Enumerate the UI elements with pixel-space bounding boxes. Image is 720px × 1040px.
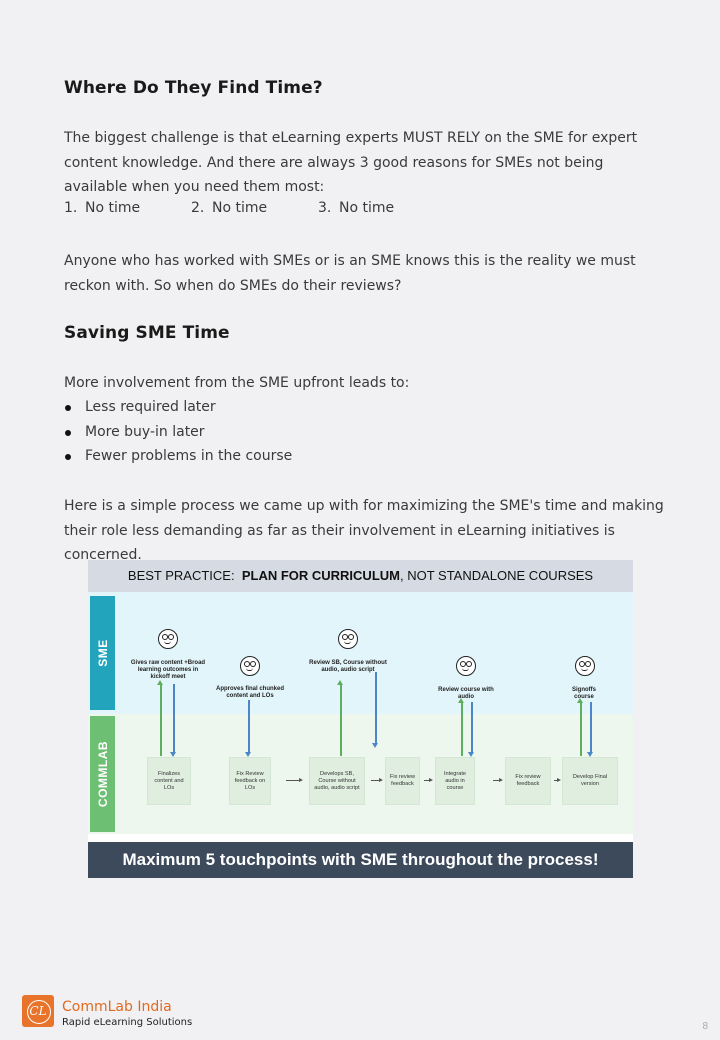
page-number: 8	[702, 1021, 708, 1032]
commlab-step-box: Develop Final version	[562, 757, 618, 805]
sme-face-icon	[575, 656, 595, 676]
diagram-header: BEST PRACTICE: PLAN FOR CURRICULUM, NOT …	[88, 560, 633, 592]
intro-paragraph: More involvement from the SME upfront le…	[64, 375, 410, 391]
reality-paragraph: Anyone who has worked with SMEs or is an…	[64, 253, 636, 294]
closing-paragraph: Here is a simple process we came up with…	[64, 498, 664, 563]
diagram-footer-banner: Maximum 5 touchpoints with SME throughou…	[88, 842, 633, 878]
bullet-icon	[65, 405, 71, 411]
section-heading-find-time: Where Do They Find Time?	[64, 78, 323, 98]
commlab-step-box: Finalizes content and LOs	[147, 757, 191, 805]
list-item: Less required later	[64, 395, 292, 420]
list-item: Fewer problems in the course	[64, 444, 292, 469]
reason-item: 2.No time	[191, 200, 268, 216]
right-arrow-icon	[493, 778, 503, 782]
commlab-step-box: Fix review feedback	[505, 757, 551, 805]
up-arrow-icon	[337, 680, 343, 756]
reason-item: 1.No time	[64, 200, 141, 216]
section-heading-saving-time: Saving SME Time	[64, 323, 230, 343]
down-arrow-icon	[468, 702, 474, 757]
sme-face-icon	[158, 629, 178, 649]
right-arrow-icon	[554, 778, 561, 782]
bullet-icon	[65, 429, 71, 436]
down-arrow-icon	[170, 684, 176, 757]
bullet-icon	[65, 454, 71, 460]
up-arrow-icon	[458, 698, 464, 756]
benefits-list: Less required later More buy-in later Fe…	[64, 395, 292, 469]
down-arrow-icon	[587, 702, 593, 757]
down-arrow-icon	[372, 672, 378, 748]
brand-tagline: Rapid eLearning Solutions	[62, 1017, 193, 1028]
commlab-step-box: Fix Review feedback on LOs	[229, 757, 271, 805]
reason-item: 3.No time	[318, 200, 395, 216]
right-arrow-icon	[371, 778, 383, 782]
right-arrow-icon	[424, 778, 433, 782]
challenge-paragraph: The biggest challenge is that eLearning …	[64, 130, 638, 195]
sme-face-icon	[338, 629, 358, 649]
sme-step-label: Review SB, Course without audio, audio s…	[309, 660, 387, 673]
sme-lane-label: SME	[90, 596, 115, 710]
brand-name: CommLab India	[62, 999, 172, 1015]
sme-step-label: Review course with audio	[438, 687, 494, 700]
up-arrow-icon	[157, 680, 163, 756]
sme-step-label: Gives raw content +Broad learning outcom…	[130, 660, 206, 680]
commlab-step-box: Integrate audio in course	[435, 757, 475, 805]
sme-face-icon	[240, 656, 260, 676]
sme-lane	[88, 592, 633, 714]
up-arrow-icon	[577, 698, 583, 756]
sme-step-label: Signoffs course	[572, 687, 596, 700]
sme-face-icon	[456, 656, 476, 676]
commlab-step-box: Fix review feedback	[385, 757, 420, 805]
commlab-lane-label: COMMLAB	[90, 716, 115, 832]
down-arrow-icon	[245, 700, 251, 757]
commlab-step-box: Develops SB, Course without audio, audio…	[309, 757, 365, 805]
commlab-logo-icon: CL	[22, 995, 54, 1027]
process-diagram: BEST PRACTICE: PLAN FOR CURRICULUM, NOT …	[88, 560, 633, 878]
list-item: More buy-in later	[64, 420, 292, 445]
right-arrow-icon	[286, 778, 303, 782]
sme-step-label: Approves final chunked content and LOs	[215, 686, 284, 699]
